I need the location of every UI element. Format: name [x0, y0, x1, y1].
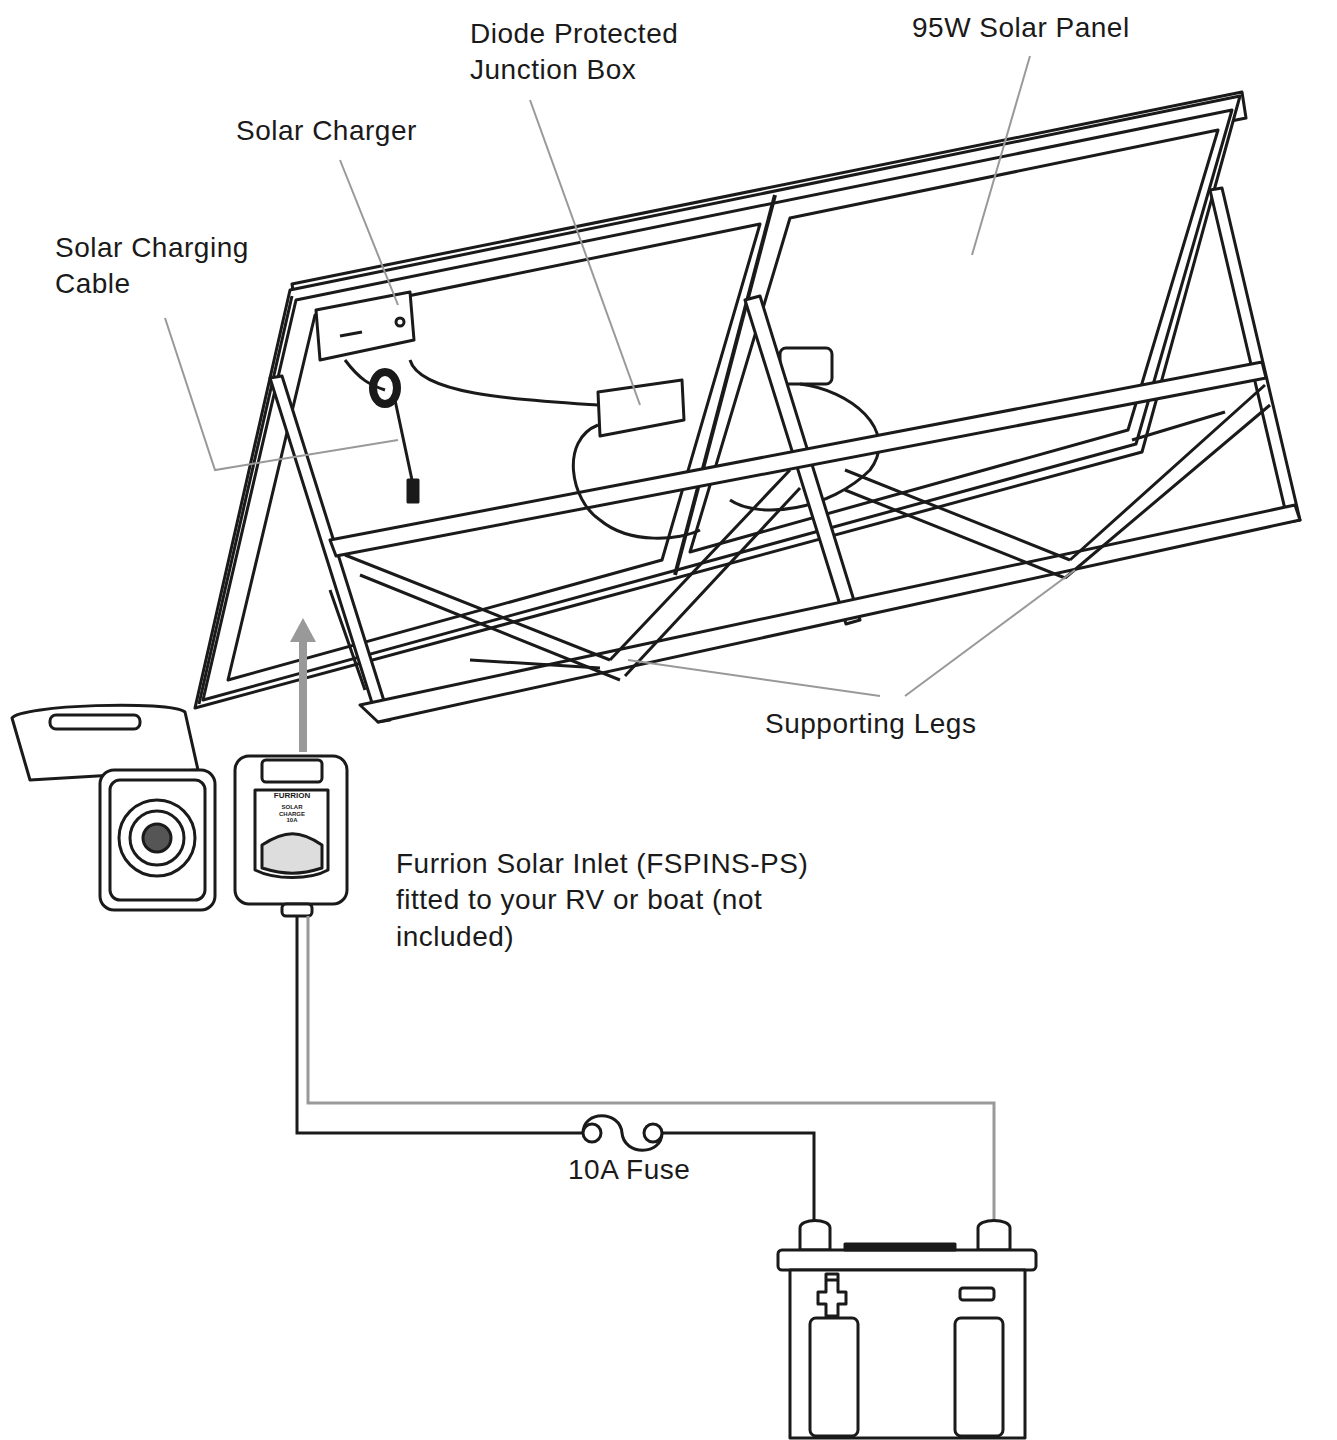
part-label: Solar Charger — [236, 113, 417, 149]
part-label: Supporting Legs — [765, 706, 976, 742]
part-label: 95W Solar Panel — [912, 10, 1130, 46]
part-label: 10A Fuse — [568, 1152, 690, 1188]
inlet-marking: FURRION — [266, 792, 318, 801]
inlet-marking: SOLAR CHARGE 10A — [274, 804, 310, 824]
part-label: Diode Protected Junction Box — [470, 16, 735, 89]
part-label: Furrion Solar Inlet (FSPINS-PS) fitted t… — [396, 846, 876, 955]
part-label: Solar Charging Cable — [55, 230, 295, 303]
